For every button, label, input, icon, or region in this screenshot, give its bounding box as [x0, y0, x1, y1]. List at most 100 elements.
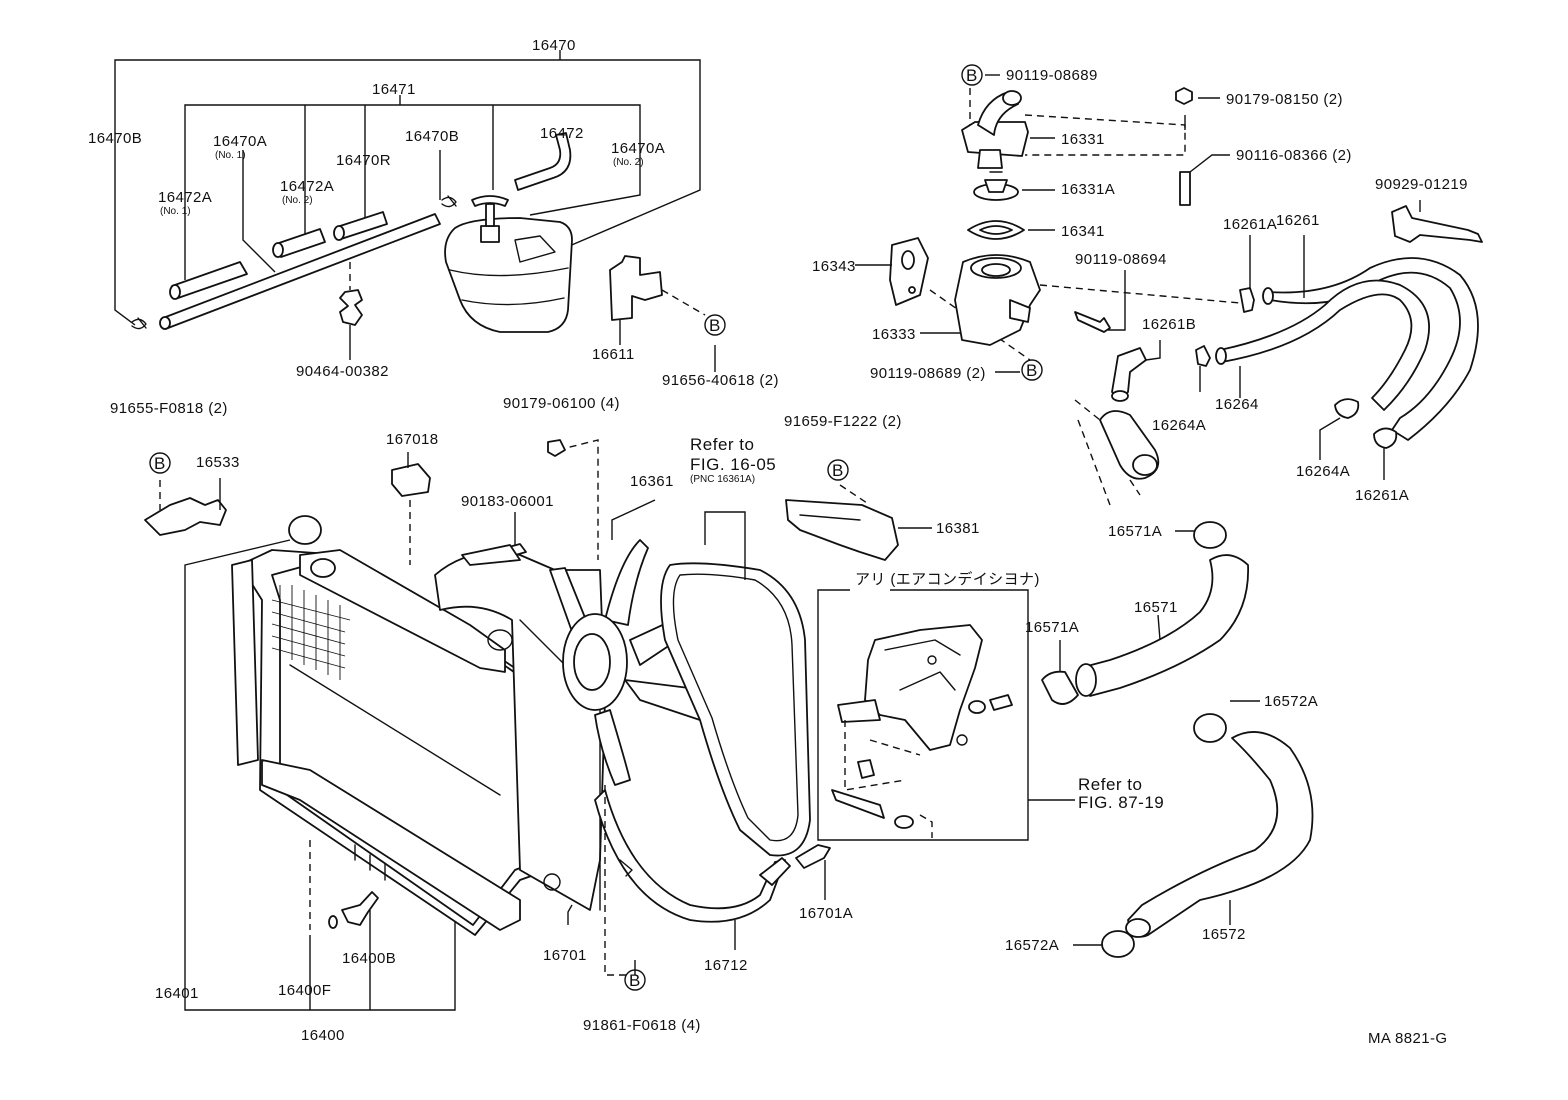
bracket-16533: [144, 497, 227, 536]
v-belt: [660, 511, 811, 857]
svg-text:B: B: [629, 971, 641, 990]
clamp-16572A-top: [1193, 713, 1227, 743]
drain-cock-16400B: [341, 891, 379, 926]
clip-16261A-bottom: [1373, 427, 1398, 449]
label-16261B: 16261B: [1142, 316, 1196, 333]
support-167018: [391, 463, 431, 497]
clamp-90464: [339, 289, 363, 326]
fan-guard-16712: [594, 789, 791, 950]
label-16471: 16471: [372, 81, 416, 98]
label-16571A-top: 16571A: [1108, 523, 1162, 540]
label-16470A-no2: 16470A: [611, 140, 665, 157]
bolt-90119-08694: [1074, 311, 1111, 333]
label-16343: 16343: [812, 258, 856, 275]
label-16264A-mid: 16264A: [1152, 417, 1206, 434]
hose-16261: [1262, 257, 1479, 441]
label-16571A-mid: 16571A: [1025, 619, 1079, 636]
label-91659: 91659-F1222 (2): [784, 413, 902, 430]
label-90116-08366: 90116-08366 (2): [1236, 147, 1352, 164]
gasket-16341: [967, 220, 1025, 240]
bolt-marker-90119-bottom: B: [1021, 359, 1043, 381]
label-16470A-no1-sub: (No. 1): [215, 150, 246, 161]
label-16701A: 16701A: [799, 905, 853, 922]
hose-16470R: [333, 211, 388, 241]
compressor-bracket: [831, 624, 1013, 838]
hose-16472A-no2: [272, 228, 326, 258]
clip-16264A-right: [1334, 398, 1360, 419]
label-90119-08689-bottom: 90119-08689 (2): [870, 365, 986, 382]
label-90119-08694: 90119-08694: [1075, 251, 1167, 268]
bracket-16611: [609, 255, 706, 345]
thermostat-16331A: [973, 171, 1019, 201]
label-16333: 16333: [872, 326, 916, 343]
label-16572: 16572: [1202, 926, 1246, 943]
hose-16472A-no1: [169, 261, 248, 300]
label-16331A: 16331A: [1061, 181, 1115, 198]
label-90183: 90183-06001: [461, 493, 554, 510]
union-16261B: [1111, 347, 1147, 402]
label-16571: 16571: [1134, 599, 1178, 616]
label-16572A-top: 16572A: [1264, 693, 1318, 710]
hose-16571: [1075, 554, 1249, 697]
label-refer-1605-line3: (PNC 16361A): [690, 474, 755, 485]
label-16611: 16611: [592, 346, 635, 363]
gasket-16343: [889, 237, 929, 306]
label-16572A-bottom: 16572A: [1005, 937, 1059, 954]
label-refer-1605-line1: Refer to: [690, 435, 754, 454]
label-16400F: 16400F: [278, 982, 331, 999]
packing-16400F: [328, 915, 338, 929]
clamp-16701A: [795, 844, 831, 869]
overflow-pipe-16470A: [159, 213, 441, 330]
label-16472: 16472: [540, 125, 584, 142]
svg-text:B: B: [832, 461, 844, 480]
label-16361: 16361: [630, 473, 674, 490]
bolt-90116-08366: [1179, 171, 1191, 206]
clip-16264A-left: [1195, 345, 1211, 367]
clip-16261A-top: [1239, 287, 1255, 313]
clip-16470B-mid: [441, 195, 457, 208]
label-refer-1605-line2: FIG. 16-05: [690, 455, 776, 474]
reserve-tank: [444, 195, 573, 333]
bolt-marker-91861: B: [624, 969, 646, 991]
screw-90179-06100: [547, 439, 566, 457]
label-16400: 16400: [301, 1027, 345, 1044]
label-ref-code: MA 8821-G: [1368, 1030, 1447, 1047]
label-aircon: アリ (エアコンデイシヨナ): [855, 570, 1040, 588]
label-refer-8719-line1: Refer to: [1078, 775, 1142, 794]
label-16712: 16712: [704, 957, 748, 974]
radiator-16400: [231, 549, 549, 936]
svg-text:B: B: [709, 316, 721, 335]
bracket-16381: [785, 499, 899, 561]
label-16264A-right: 16264A: [1296, 463, 1350, 480]
label-16472A-no2: 16472A: [280, 178, 334, 195]
label-91861: 91861-F0618 (4): [583, 1017, 701, 1034]
label-90119-08689-top: 90119-08689: [1006, 67, 1098, 84]
water-inlet-16333: [954, 254, 1041, 346]
reserve-tank-group: [114, 50, 706, 360]
water-outlet-16331: [961, 90, 1029, 169]
bolt-marker-91659: B: [827, 459, 849, 481]
label-refer-8719-line2: FIG. 87-19: [1078, 793, 1164, 812]
radiator-cap: [288, 515, 322, 545]
radiator-group: [144, 463, 549, 1011]
svg-text:B: B: [966, 66, 978, 85]
bolt-marker-91656: B: [704, 314, 726, 336]
nut-90179-08150: [1175, 87, 1193, 105]
part-labels: 16470 16471 16470B 16470A (No. 1) 16470B…: [88, 37, 1467, 1047]
label-16470B-left: 16470B: [88, 130, 142, 147]
label-91655: 91655-F0818 (2): [110, 400, 228, 417]
bracket-90929: [1391, 205, 1483, 243]
label-16261A-bottom: 16261A: [1355, 487, 1409, 504]
hose-16264: [1215, 279, 1430, 411]
label-16401: 16401: [155, 985, 199, 1002]
label-91656: 91656-40618 (2): [662, 372, 779, 389]
clip-16470B-left: [131, 317, 147, 330]
label-16472A-no2-sub: (No. 2): [282, 195, 313, 206]
water-pipe: [1074, 399, 1160, 506]
label-90179-06100: 90179-06100 (4): [503, 395, 620, 412]
label-90464: 90464-00382: [296, 363, 389, 380]
label-16261A-top: 16261A: [1223, 216, 1277, 233]
clamp-16571A-top: [1193, 521, 1227, 549]
label-16470A-no2-sub: (No. 2): [613, 157, 644, 168]
